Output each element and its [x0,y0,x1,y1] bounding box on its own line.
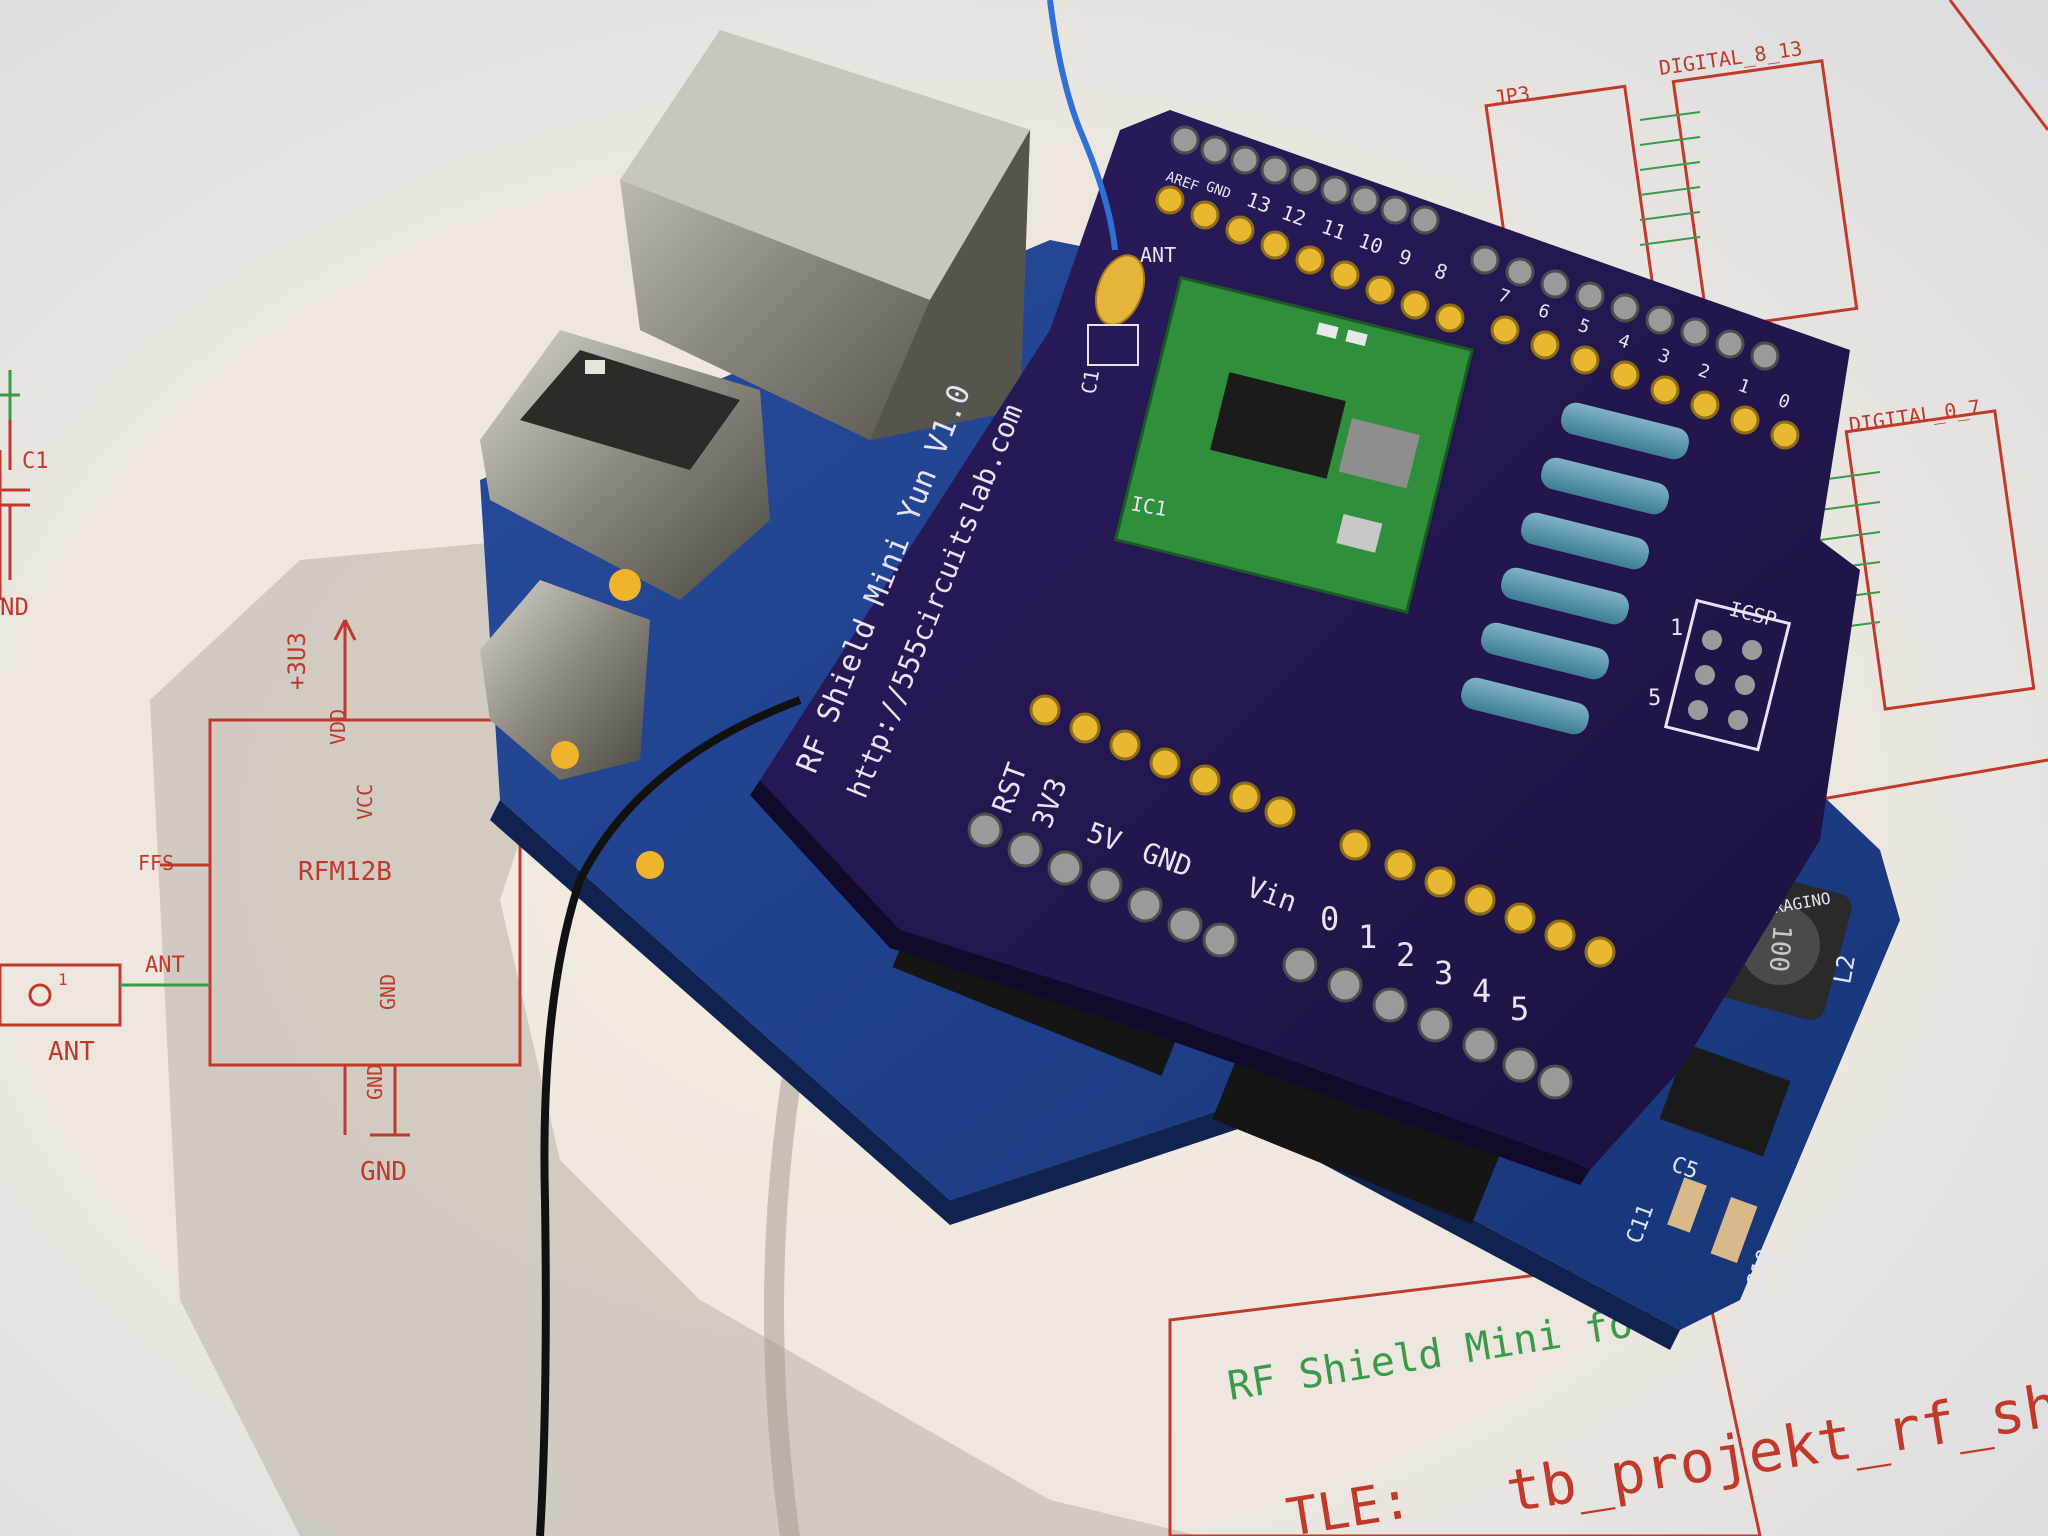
schematic-right-green [1639,111,1881,631]
schematic-vdd-label: VDD [326,709,350,745]
shield-icsp-pin1-label: 1 [1670,616,1683,641]
resistor-array [1461,402,1689,735]
schematic-green [0,370,20,420]
schematic-gnd-net-label: GND [363,1064,387,1100]
schematic-ant-connector-label: ANT [48,1037,95,1067]
analog-pin-label-3: 3 [1434,954,1453,992]
analog-pin-label-2: 2 [1396,936,1415,974]
metal-button [480,580,650,780]
schematic-3v3-label: +3U3 [283,632,311,690]
led-amber-3 [636,851,664,879]
cable-shadow [764,980,820,1536]
schematic-rfm12b-label: RFM12B [298,857,392,887]
schematic-gnd-pin-label: GND [376,974,400,1010]
blue-antenna-wire [1047,0,1118,251]
power-pads [1029,694,1296,828]
regulator-chip [1659,1043,1791,1157]
schematic-c1-label: C1 [22,449,49,474]
power-header-pins [967,812,1238,958]
schematic-ffs-label: FFS [138,851,174,875]
inductor-value-label: 100 [1763,924,1797,973]
analog-pin-label-4: 4 [1472,972,1491,1010]
rfm12b-module [1113,275,1474,614]
analog-pin-label-1: 1 [1358,918,1377,956]
led-amber-1 [609,569,641,601]
top-header-pins [1170,125,1780,371]
ethernet-jack [620,30,1030,440]
schematic-jp3-label: JP3 [1492,81,1531,110]
capacitor-c10 [1710,1197,1758,1263]
analog-pads [1339,829,1616,968]
top-pads [1155,185,1800,450]
ceramic-capacitor-c1 [1094,254,1146,326]
usb-port [480,330,770,600]
analog-pin-label-5: 5 [1510,990,1529,1028]
black-antenna-cable [536,696,802,1536]
rf-shield-edge [750,780,1590,1185]
rf-shield-board [760,110,1860,1170]
capacitor-c11 [1667,1177,1707,1233]
schematic-gnd-symbol-label: GND [360,1157,407,1187]
base-l2-label: L2 [1828,953,1861,986]
schematic-vcc-label: VCC [353,784,377,820]
shield-icsp-pin5-label: 5 [1648,686,1661,711]
analog-pin-label-0: 0 [1320,900,1339,938]
shield-c1-label: C1 [1076,368,1104,396]
c1-footprint [1087,324,1139,366]
board-shadow [150,540,1200,1536]
schematic-left [0,380,522,1137]
led-amber-2 [551,741,579,769]
schematic-ant-number-label: 1 [58,970,68,989]
analog-header-pins [1282,947,1573,1100]
icsp-header [1663,598,1792,752]
shield-ant-label: ANT [1140,243,1176,267]
schematic-gnd-left-label: ND [0,593,29,621]
schematic-ant-pin-label: ANT [145,953,185,978]
